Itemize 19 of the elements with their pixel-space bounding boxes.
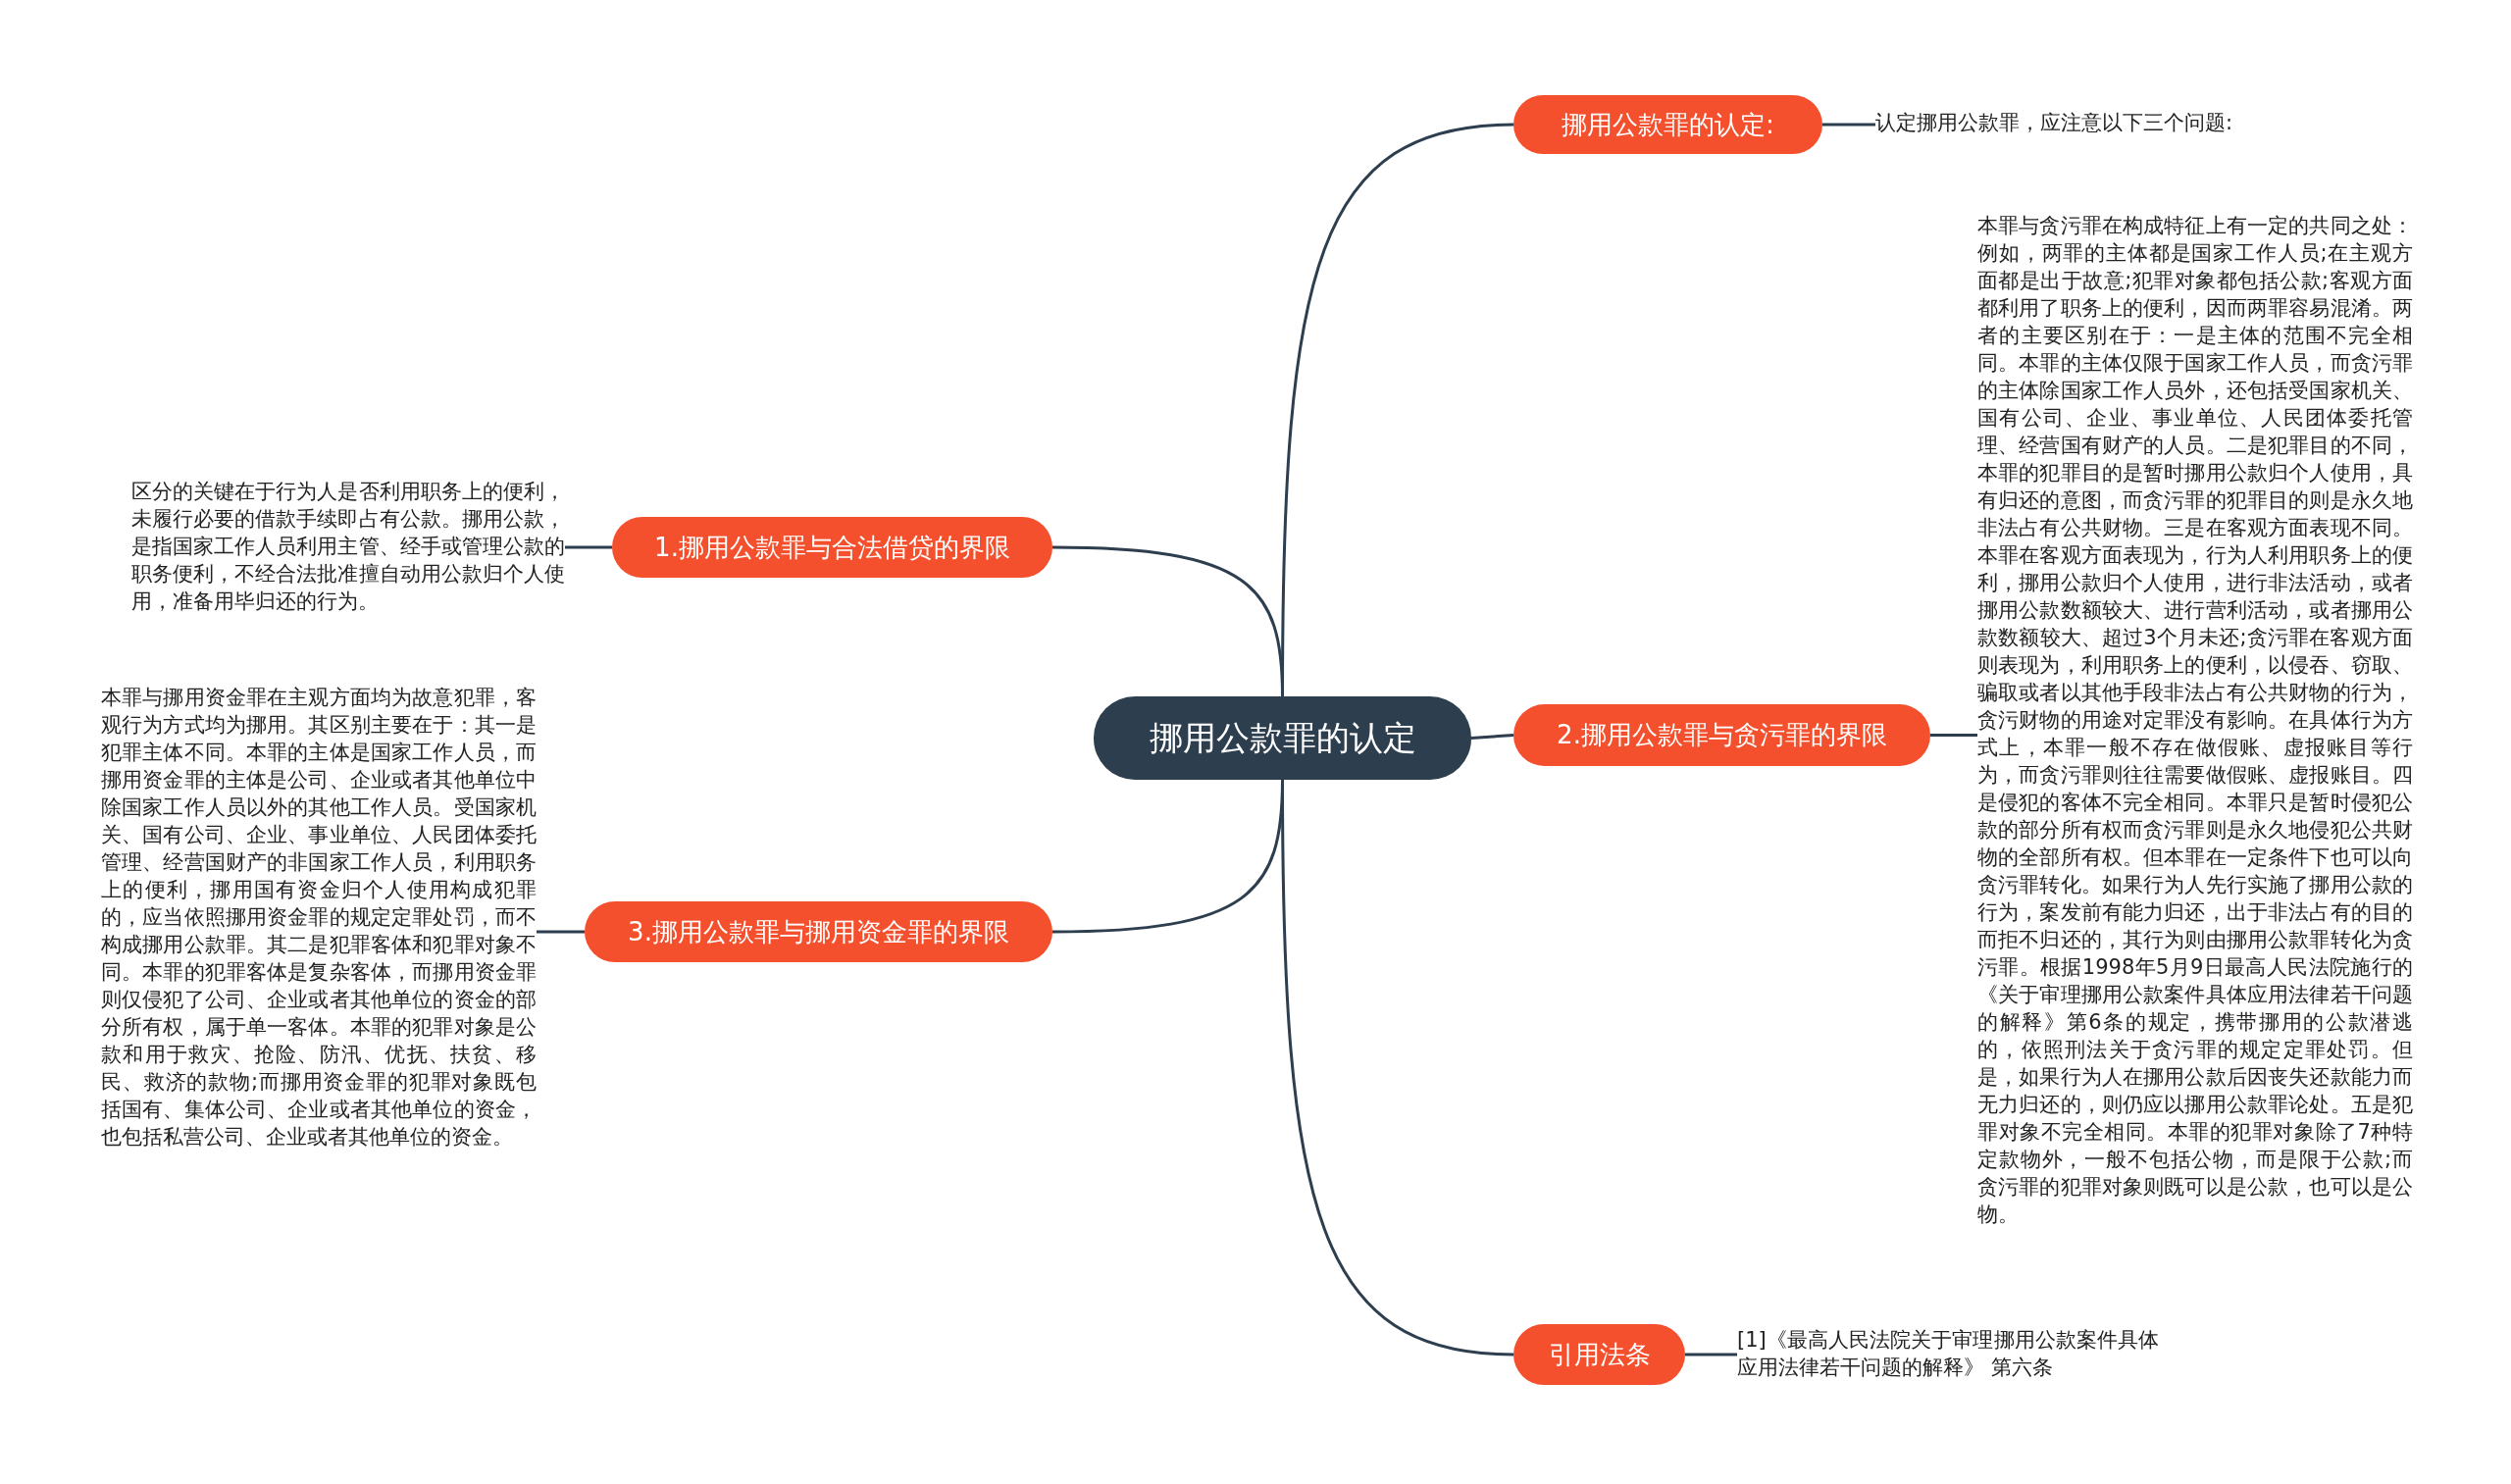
note-text: 认定挪用公款罪，应注意以下三个问题: bbox=[1875, 109, 2287, 136]
connector-line bbox=[537, 930, 585, 934]
connector-line bbox=[565, 545, 612, 549]
topic-box: 1.挪用公款罪与合法借贷的界限 bbox=[612, 517, 1052, 578]
note-text: 区分的关键在于行为人是否利用职务上的便利，未履行必要的借款手续即占有公款。挪用公款，是指国家工作人员利用主管、经手或管理公款的职务便利，不经合法批准擅自动用公款归个人使用，准备用毕归还的行为。 bbox=[131, 478, 565, 615]
note-text: [1]《最高人民法院关于审理挪用公款案件具体应用法律若干问题的解释》 第六条 bbox=[1737, 1326, 2159, 1381]
central-topic-box: 挪用公款罪的认定 bbox=[1094, 696, 1471, 780]
note-text: 本罪与挪用资金罪在主观方面均为故意犯罪，客观行为方式均为挪用。其区别主要在于：其一是犯罪主体不同。本罪的主体是国家工作人员，而挪用资金罪的主体是公司、企业或者其他单位中除国家工作人员以外的其他工作人员。受国家机关、国有公司、企业、事业单位、人民团体委托管理、经营国财产的非国家工作人员，利用职务上的便利，挪用国有资金归个人使用构成犯罪的，应当依照挪用资金罪的规定定罪处罚，而不构成挪用公款罪。其二是犯罪客体和犯罪对象不同。本罪的犯罪客体是复杂客体，而挪用资金罪则仅侵犯了公司、企业或者其他单位的资金的部分所有权，属于单一客体。本罪的犯罪对象是公款和用于救灾、抢险、防汛、优抚、扶贫、移民、救济的款物;而挪用资金罪的犯罪对象既包括国有、集体公司、企业或者其他单位的资金，也包括私营公司、企业或者其他单位的资金。 bbox=[101, 684, 537, 1151]
topic-box: 3.挪用公款罪与挪用资金罪的界限 bbox=[585, 901, 1052, 962]
connector-line bbox=[1822, 123, 1875, 127]
connector-line bbox=[1470, 734, 1514, 740]
connector-line bbox=[1051, 545, 1284, 697]
connector-line bbox=[1685, 1353, 1737, 1356]
topic-box: 2.挪用公款罪与贪污罪的界限 bbox=[1513, 704, 1930, 766]
connector-line bbox=[1281, 780, 1514, 1356]
connector-line bbox=[1930, 734, 1977, 737]
note-text: 本罪与贪污罪在构成特征上有一定的共同之处：例如，两罪的主体都是国家工作人员;在主观方面都是出于故意;犯罪对象都包括公款;客观方面都利用了职务上的便利，因而两罪容易混淆。两者的主要区别在于：一是主体的范围不完全相同。本罪的主体仅限于国家工作人员，而贪污罪的主体除国家工作人员外，还包括受国家机关、国有公司、企业、事业单位、人民团体委托管理、经营国有财产的人员。二是犯罪目的不同，本罪的犯罪目的是暂时挪用公款归个人使用，具有归还的意图，而贪污罪的犯罪目的则是永久地非法占有公共财物。三是在客观方面表现不同。本罪在客观方面表现为，行为人利用职务上的便利，挪用公款归个人使用，进行非法活动，或者挪用公款数额较大、进行营利活动，或者挪用公款数额较大、超过3个月未还;贪污罪在客观方面则表现为，利用职务上的便利，以侵吞、窃取、骗取或者以其他手段非法占有公共财物的行为，贪污财物的用途对定罪没有影响。在具体行为方式上，本罪一般不存在做假账、虚报账目等行为，而贪污罪则往往需要做假账、虚报账目。四是侵犯的客体不完全相同。本罪只是暂时侵犯公款的部分所有权而贪污罪则是永久地侵犯公共财物的全部所有权。但本罪在一定条件下也可以向贪污罪转化。如果行为人先行实施了挪用公款的行为，案发前有能力归还，出于非法占有的目的而拒不归还的，其行为则由挪用公款罪转化为贪污罪。根据1998年5月9日最高人民法院施行的《关于审理挪用公款案件具体应用法律若干问题的解释》第6条的规定，携带挪用的公款潜逃的，依照刑法关于贪污罪的规定定罪处罚。但是，如果行为人在挪用公款后因丧失还款能力而无力归还的，则仍应以挪用公款罪论处。五是犯罪对象不完全相同。本罪的犯罪对象除了7种特定款物外，一般不包括公物，而是限于公款;而贪污罪的犯罪对象则既可以是公款，也可以是公物。 bbox=[1977, 212, 2413, 1228]
topic-box: 引用法条 bbox=[1513, 1324, 1685, 1385]
topic-box: 挪用公款罪的认定: bbox=[1513, 95, 1822, 154]
